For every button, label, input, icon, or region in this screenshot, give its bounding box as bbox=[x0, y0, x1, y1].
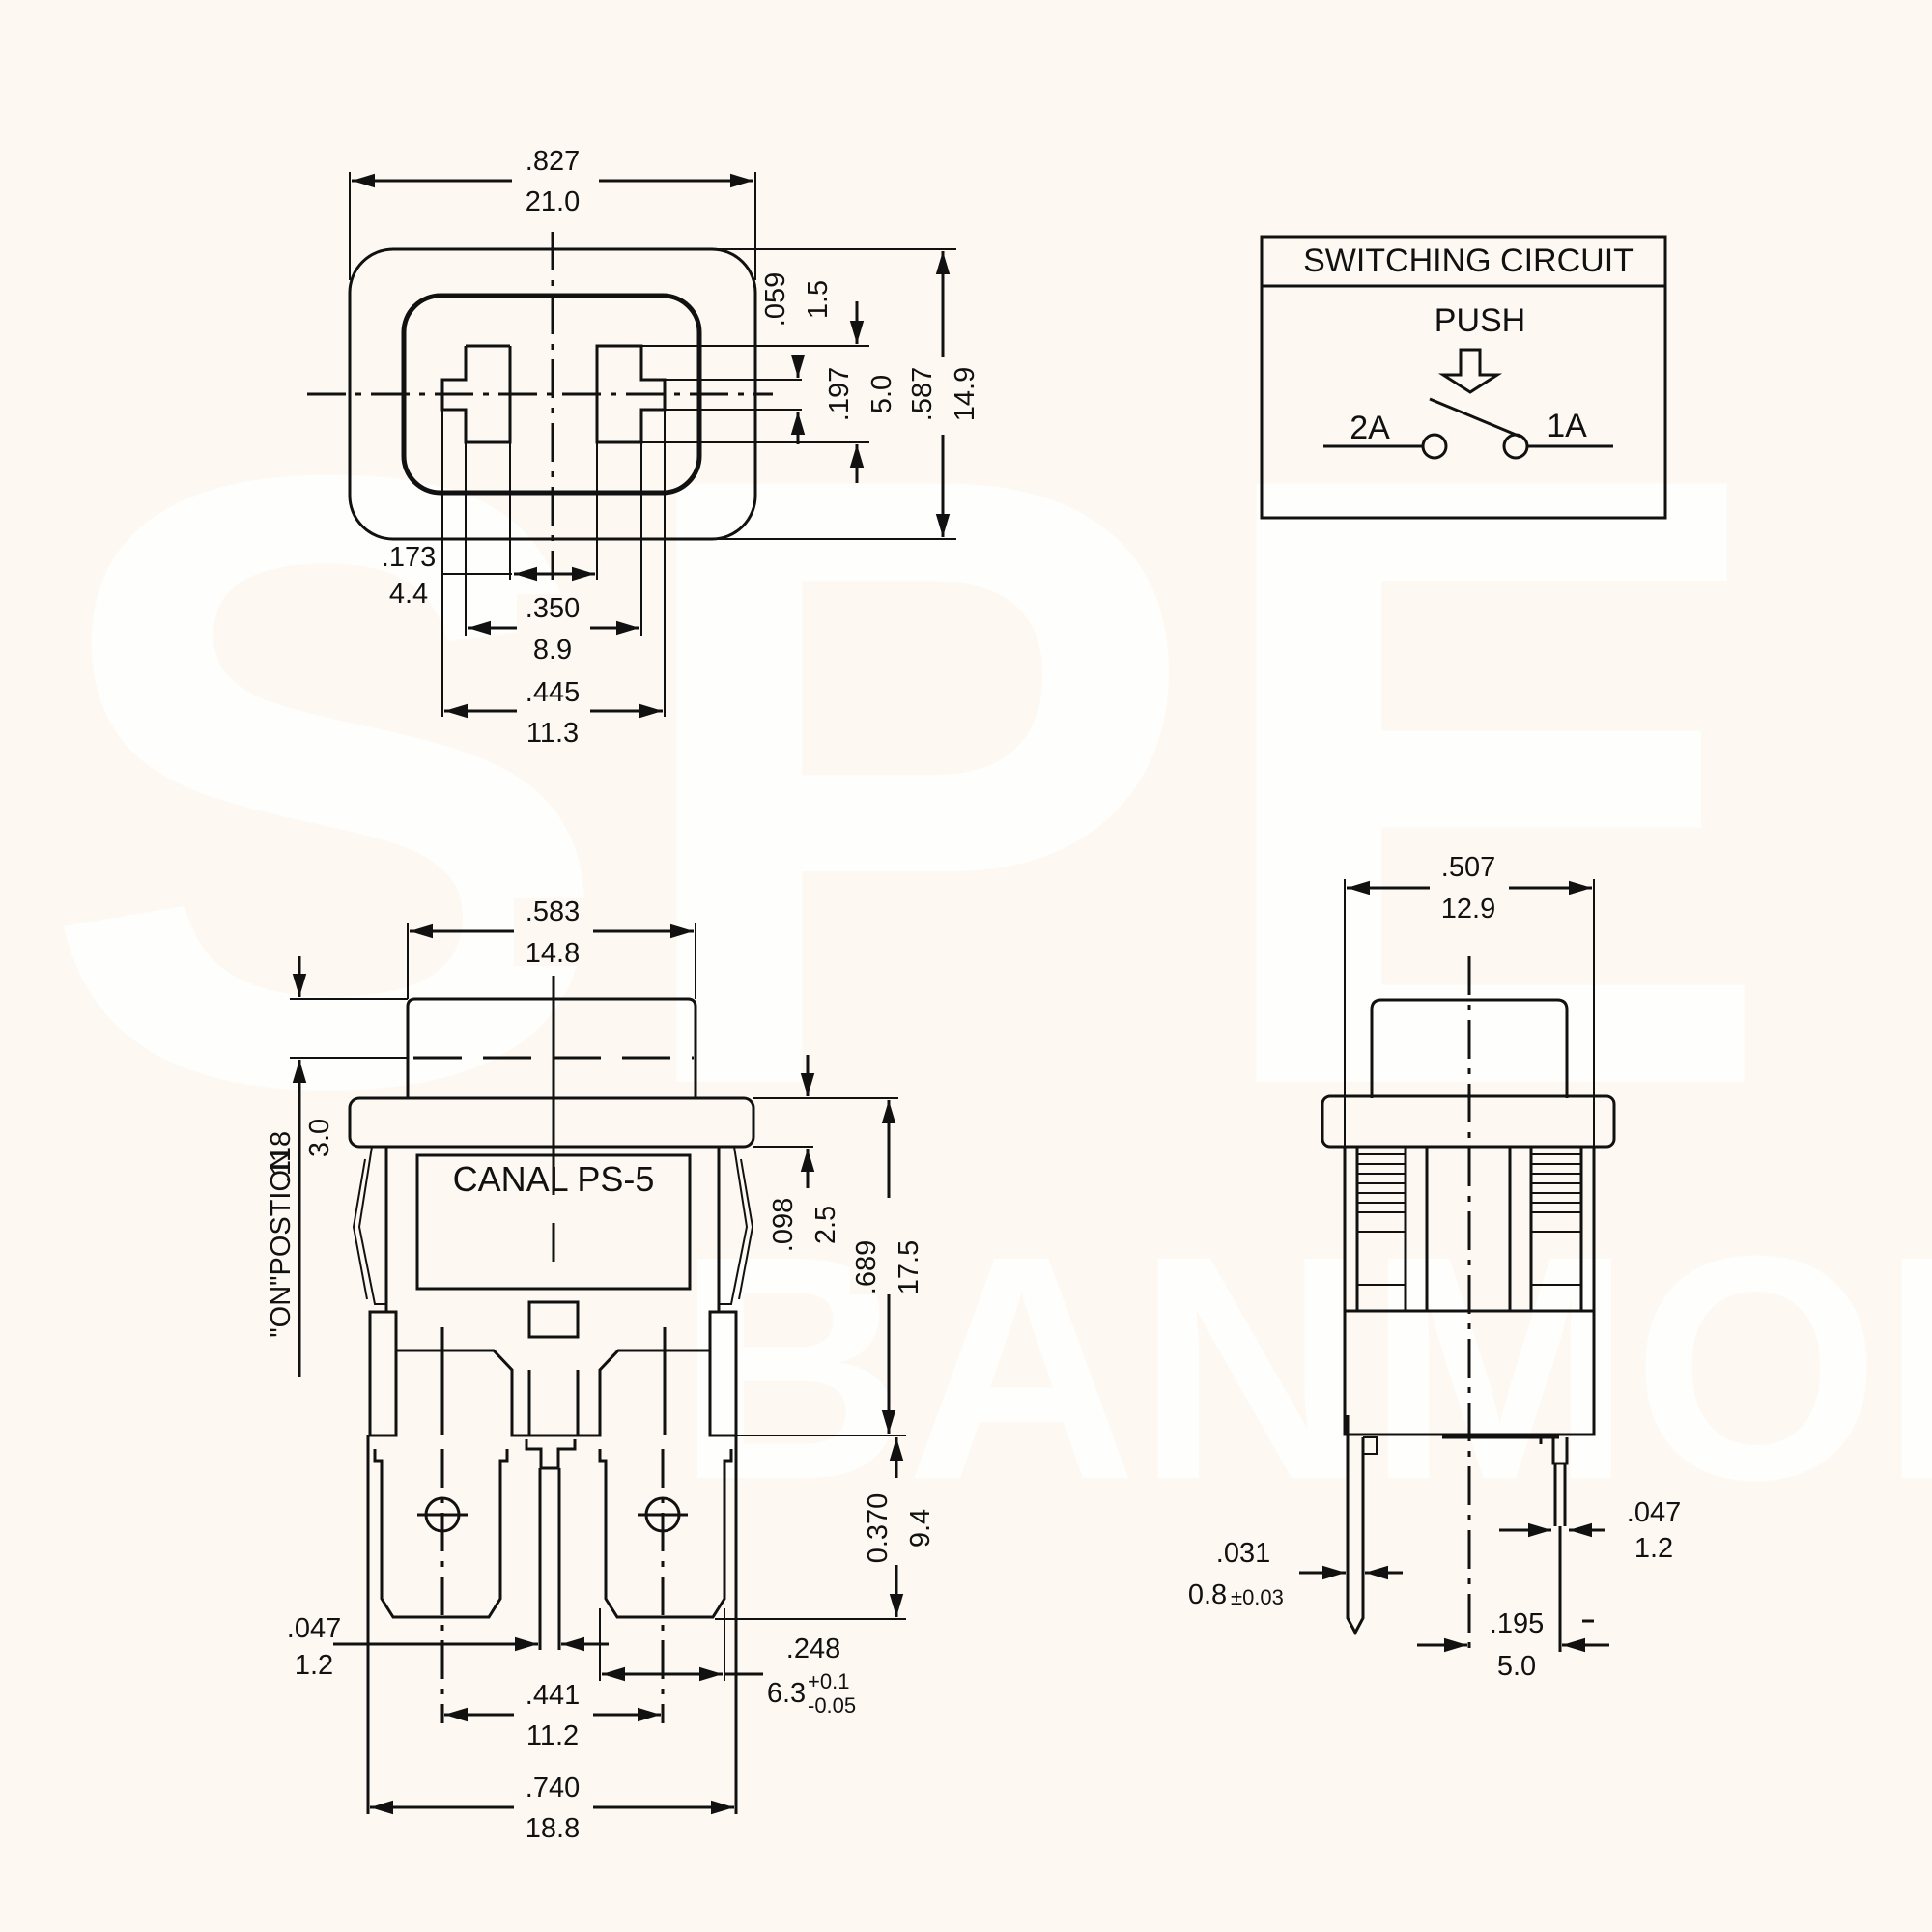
dim-label: 5.0 bbox=[867, 375, 897, 413]
dim-label: .195 bbox=[1490, 1608, 1544, 1639]
dim-label: .031 bbox=[1216, 1538, 1270, 1569]
tolerance-plus: +0.1 bbox=[808, 1669, 849, 1693]
dim-label: 1.5 bbox=[803, 280, 834, 319]
dim-label: 11.3 bbox=[526, 718, 579, 749]
dim-label: 18.8 bbox=[526, 1813, 580, 1844]
watermark-primary: SPE bbox=[39, 295, 1778, 1266]
terminal-1a-label: 1A bbox=[1547, 408, 1587, 444]
push-button-outline bbox=[406, 997, 697, 1098]
left-pin-outline bbox=[440, 344, 512, 444]
dim-label: 11.2 bbox=[526, 1720, 579, 1751]
side-ribs bbox=[1357, 1153, 1581, 1286]
circuit-title: SWITCHING CIRCUIT bbox=[1303, 242, 1634, 279]
dim-label: 4.4 bbox=[389, 579, 428, 610]
dim-label: .047 bbox=[287, 1613, 341, 1644]
push-label: PUSH bbox=[1435, 302, 1525, 339]
tolerance: ±0.03 bbox=[1231, 1585, 1284, 1609]
watermark: SPE BANMOH bbox=[39, 295, 1932, 1546]
right-latch bbox=[719, 1146, 754, 1305]
on-position-label: "ON"POSTION bbox=[266, 1150, 297, 1338]
terminal-2a-label: 2A bbox=[1350, 410, 1390, 446]
dim-label: 0.8 bbox=[1188, 1579, 1227, 1610]
dim-label: .118 bbox=[266, 1131, 297, 1183]
dim-label: 2.5 bbox=[810, 1206, 841, 1244]
dim-label: 14.8 bbox=[526, 938, 580, 969]
dim-label: 1.2 bbox=[295, 1650, 333, 1681]
indicator-slot bbox=[527, 1300, 580, 1339]
dim-label: 3.0 bbox=[304, 1119, 335, 1157]
front-view: CANAL PS-5 .58 bbox=[266, 896, 936, 1845]
dim-label: 12.9 bbox=[1441, 894, 1495, 924]
dim-label: 6.3 bbox=[767, 1678, 806, 1709]
dim-label: .740 bbox=[526, 1773, 580, 1804]
flange-outline bbox=[348, 1096, 755, 1149]
dim-label: .197 bbox=[824, 367, 855, 421]
dim-label: .587 bbox=[907, 367, 938, 421]
switch-lever-icon bbox=[1429, 397, 1521, 439]
dim-label: .689 bbox=[851, 1240, 882, 1294]
dim-label: 0.370 bbox=[863, 1493, 894, 1564]
right-pin-outline bbox=[595, 344, 667, 444]
dim-label: .350 bbox=[526, 593, 580, 624]
switching-circuit-box: SWITCHING CIRCUIT PUSH 2A 1A bbox=[1260, 235, 1667, 520]
tolerance-minus: -0.05 bbox=[808, 1693, 856, 1718]
dim-label: 17.5 bbox=[894, 1240, 924, 1294]
dim-label: .098 bbox=[768, 1198, 799, 1252]
dim-label: .441 bbox=[526, 1680, 580, 1711]
dim-label: .173 bbox=[382, 542, 436, 573]
dim-label: 8.9 bbox=[533, 635, 572, 666]
left-latch bbox=[352, 1146, 386, 1305]
dim-label: 5.0 bbox=[1497, 1651, 1536, 1682]
dim-label: .248 bbox=[786, 1634, 840, 1664]
circuit-frame bbox=[1260, 235, 1667, 520]
side-button-outline bbox=[1370, 998, 1569, 1098]
dim-label: .445 bbox=[526, 677, 580, 708]
dim-label: 1.2 bbox=[1634, 1533, 1673, 1564]
dim-label: .047 bbox=[1627, 1497, 1681, 1528]
dim-label: .583 bbox=[526, 896, 580, 927]
side-view: .507 12.9 .031 0.8 ±0.03 .047 1.2 .195 5… bbox=[1188, 852, 1681, 1682]
dim-label: 9.4 bbox=[905, 1509, 936, 1548]
dim-label: 21.0 bbox=[526, 186, 580, 217]
top-view: .827 21.0 .059 1.5 .197 5.0 .587 14.9 .1… bbox=[307, 146, 980, 749]
contact-2a-icon bbox=[1421, 433, 1448, 460]
dim-label: .507 bbox=[1441, 852, 1495, 883]
dim-label: .059 bbox=[760, 272, 791, 327]
push-arrow-icon bbox=[1437, 348, 1503, 394]
dim-label: 14.9 bbox=[950, 367, 980, 421]
dim-label: .827 bbox=[526, 146, 580, 177]
